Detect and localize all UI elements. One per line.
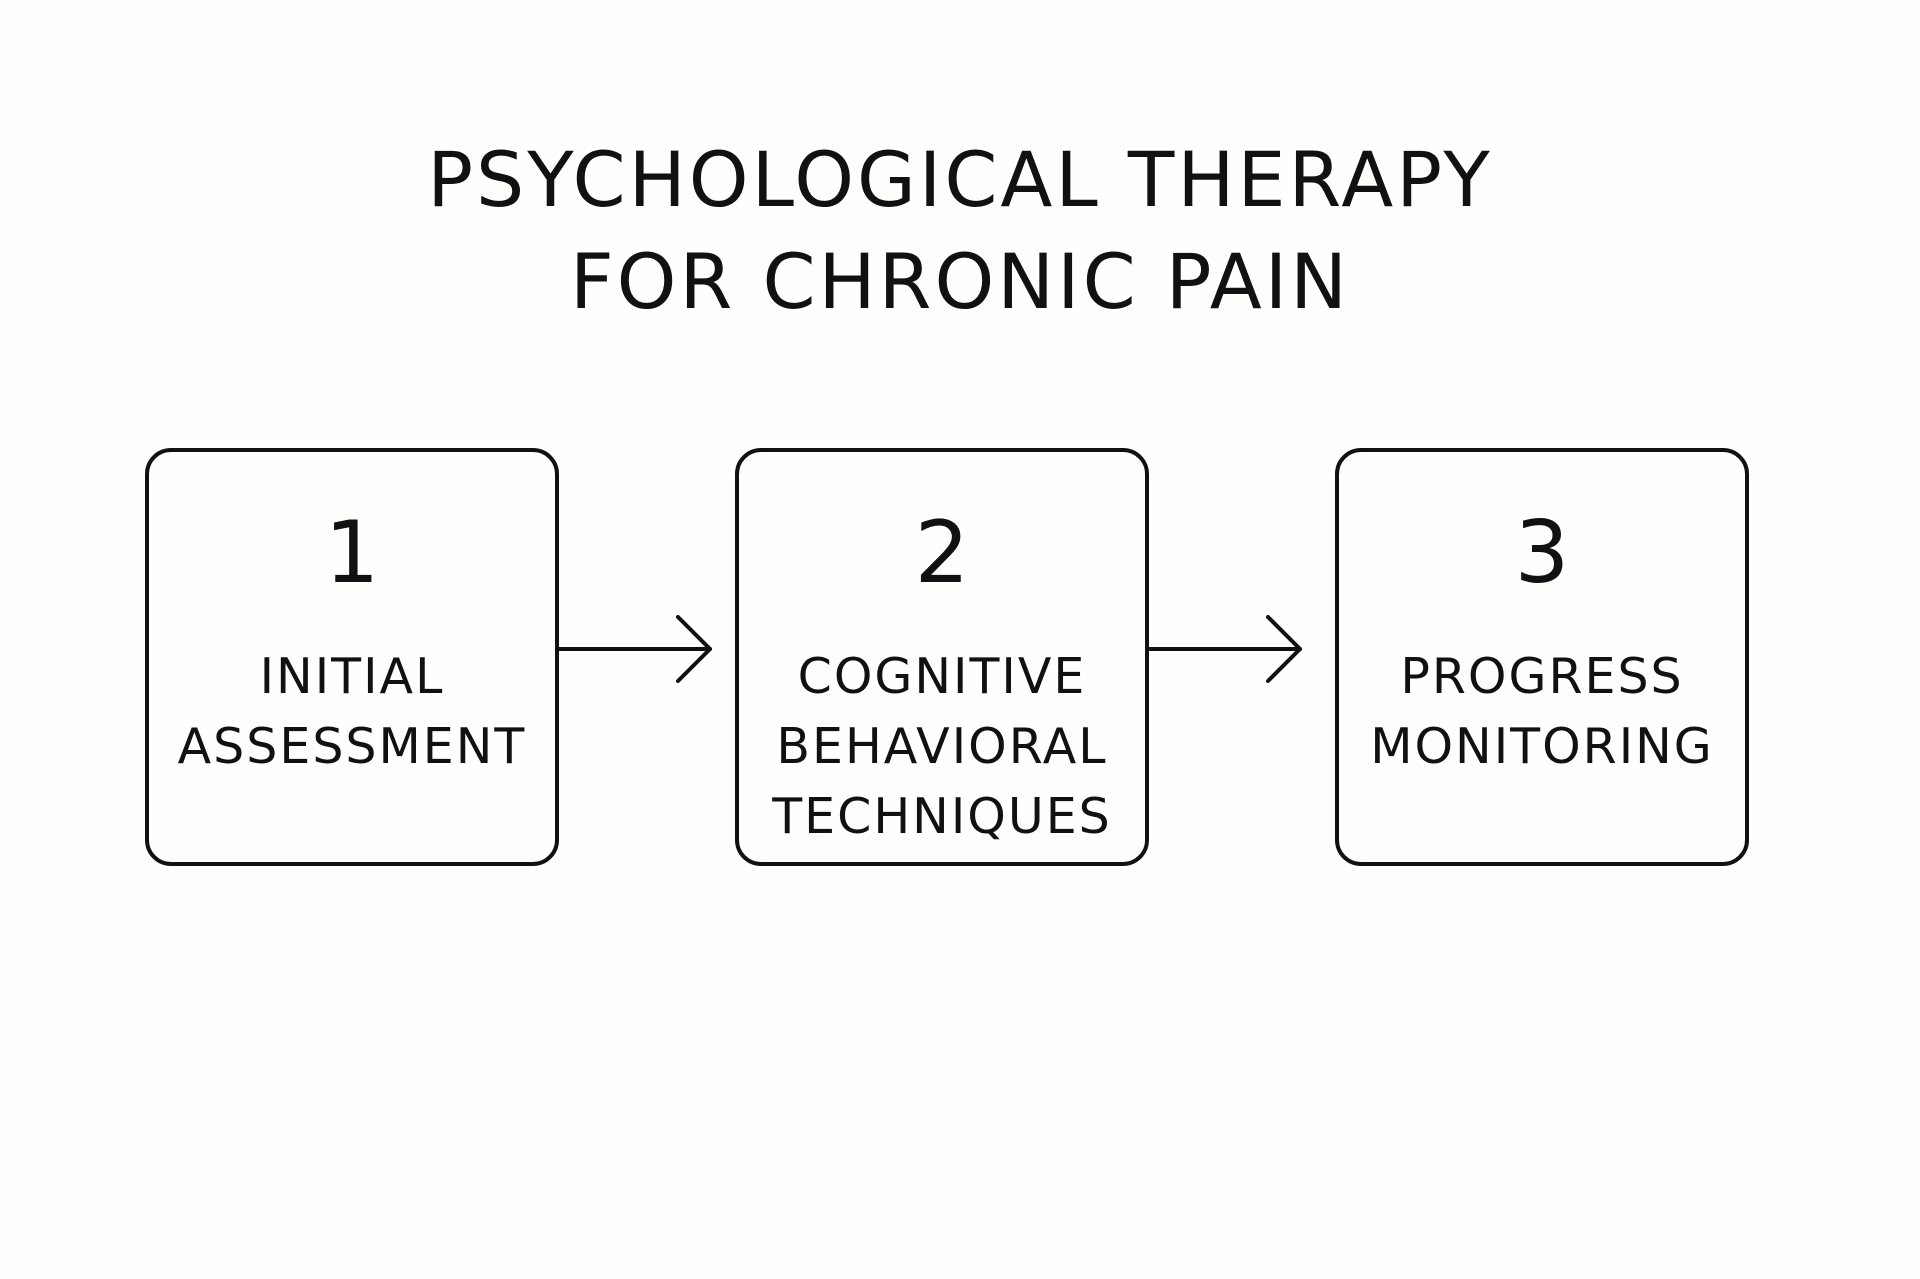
step-label: COGNITIVE BEHAVIORAL TECHNIQUES <box>739 642 1145 852</box>
title-line-2: FOR CHRONIC PAIN <box>569 237 1351 326</box>
step-box-cognitive-behavioral-techniques: 2 COGNITIVE BEHAVIORAL TECHNIQUES <box>735 448 1149 866</box>
step-label: INITIAL ASSESSMENT <box>149 642 555 782</box>
step-box-progress-monitoring: 3 PROGRESS MONITORING <box>1335 448 1749 866</box>
arrow-right-icon <box>557 615 712 683</box>
step-number: 3 <box>1514 503 1570 603</box>
arrow-right-icon <box>1147 615 1302 683</box>
step-label-line: BEHAVIORAL <box>776 718 1108 775</box>
step-number: 2 <box>914 503 970 603</box>
step-label-line: TECHNIQUES <box>772 788 1112 845</box>
step-label-line: INITIAL <box>259 648 445 705</box>
step-label: PROGRESS MONITORING <box>1339 642 1745 782</box>
step-label-line: PROGRESS <box>1400 648 1684 705</box>
step-label-line: MONITORING <box>1370 718 1714 775</box>
step-label-line: COGNITIVE <box>797 648 1087 705</box>
step-label-line: ASSESSMENT <box>177 718 527 775</box>
title-line-1: PSYCHOLOGICAL THERAPY <box>427 135 1493 224</box>
step-number: 1 <box>324 503 380 603</box>
step-box-initial-assessment: 1 INITIAL ASSESSMENT <box>145 448 559 866</box>
